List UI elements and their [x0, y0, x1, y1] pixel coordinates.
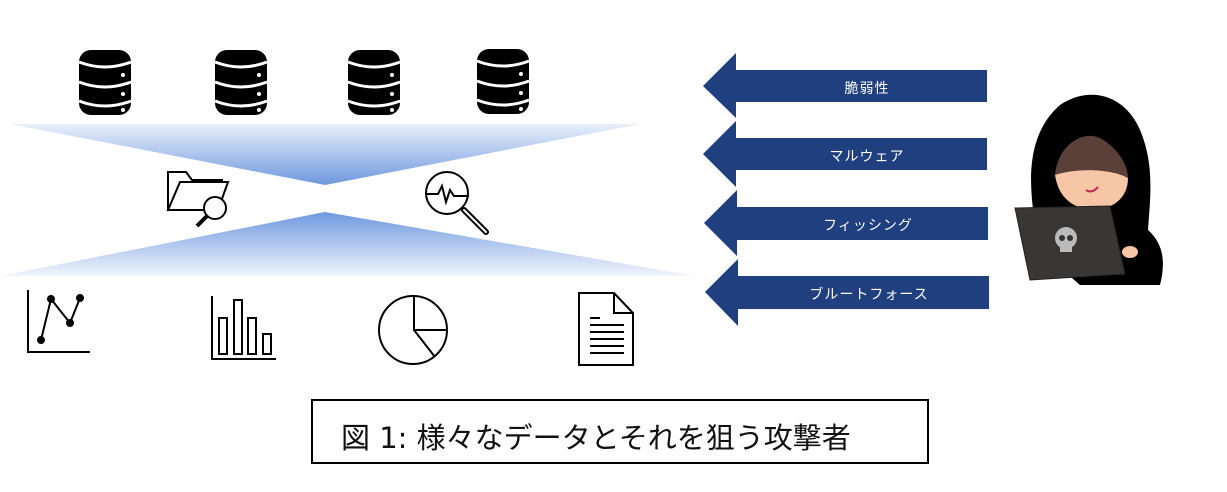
- funnel-top: [10, 124, 640, 185]
- bar-chart-icon: [211, 296, 276, 360]
- database-icon: [346, 48, 402, 117]
- attack-arrows: [703, 53, 989, 326]
- attack-label-vulnerability: 脆弱性: [844, 81, 890, 97]
- arrow-malware: [703, 121, 987, 187]
- arrow-phishing: [704, 190, 988, 256]
- arrow-vulnerability: [703, 53, 987, 118]
- hacker-illustration: [1014, 94, 1163, 285]
- attack-label-phishing: フィッシング: [823, 218, 913, 234]
- database-icon: [475, 47, 531, 116]
- funnel-bottom: [0, 212, 695, 276]
- pie-chart-icon: [378, 295, 448, 365]
- arrow-bruteforce: [705, 259, 989, 326]
- document-icon: [578, 292, 634, 366]
- signal-search-icon: [425, 171, 489, 235]
- figure-caption: 図 1: 様々なデータとそれを狙う攻撃者: [341, 421, 851, 455]
- databases: [77, 47, 531, 117]
- figure-caption-box: 図 1: 様々なデータとそれを狙う攻撃者: [311, 399, 929, 464]
- attack-label-malware: マルウェア: [829, 149, 905, 165]
- line-chart-icon: [27, 290, 90, 353]
- database-icon: [213, 48, 269, 117]
- database-icon: [77, 48, 133, 117]
- attack-label-bruteforce: ブルートフォース: [809, 287, 929, 303]
- folder-search-icon: [166, 171, 230, 228]
